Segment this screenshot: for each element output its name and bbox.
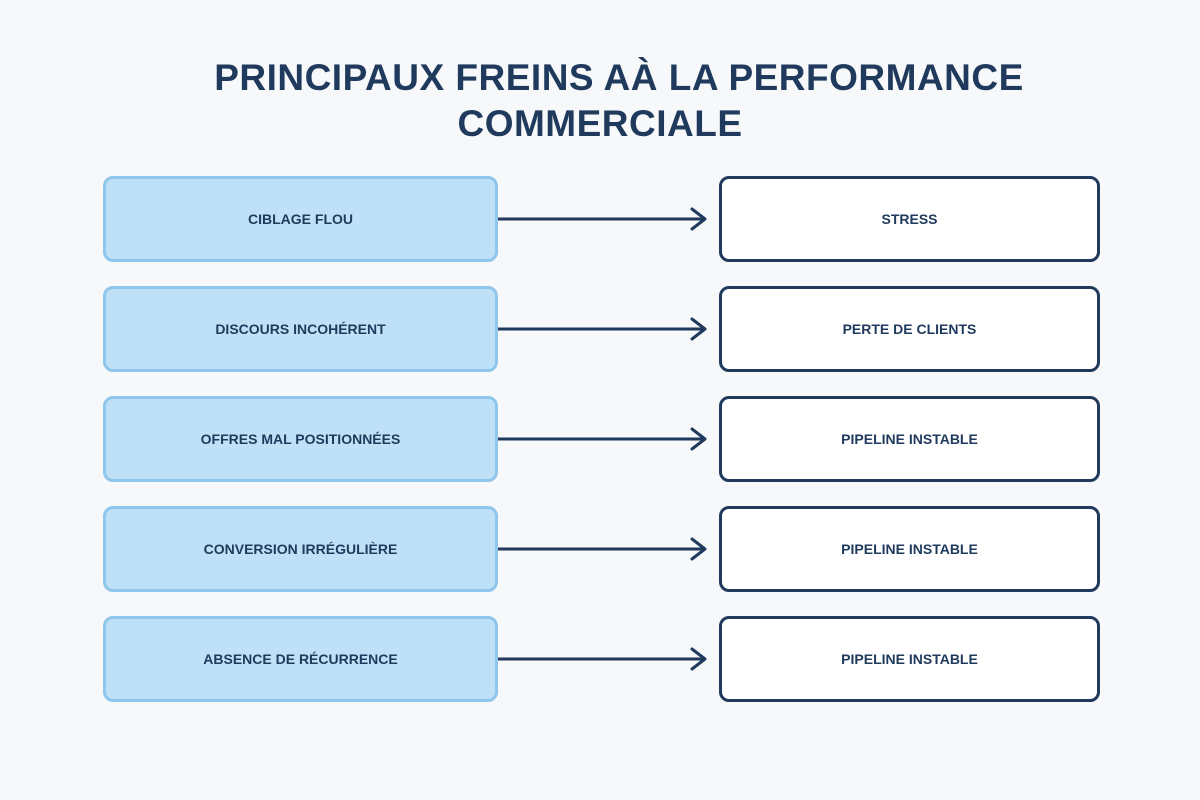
arrow-right-icon	[498, 537, 707, 561]
arrow-right-icon	[498, 317, 707, 341]
cause-box: ABSENCE DE RÉCURRENCE	[103, 616, 498, 702]
cause-box: DISCOURS INCOHÉRENT	[103, 286, 498, 372]
diagram-title-line-1: PRINCIPAUX FREINS AÀ LA PERFORMANCE	[214, 57, 1024, 98]
cause-box: OFFRES MAL POSITIONNÉES	[103, 396, 498, 482]
row-1: CIBLAGE FLOU STRESS	[0, 176, 1200, 262]
effect-box: PERTE DE CLIENTS	[719, 286, 1100, 372]
row-2: DISCOURS INCOHÉRENT PERTE DE CLIENTS	[0, 286, 1200, 372]
effect-box: PIPELINE INSTABLE	[719, 396, 1100, 482]
effect-box: PIPELINE INSTABLE	[719, 616, 1100, 702]
effect-box: PIPELINE INSTABLE	[719, 506, 1100, 592]
row-5: ABSENCE DE RÉCURRENCE PIPELINE INSTABLE	[0, 616, 1200, 702]
arrow-right-icon	[498, 207, 707, 231]
cause-box: CIBLAGE FLOU	[103, 176, 498, 262]
effect-box: STRESS	[719, 176, 1100, 262]
row-4: CONVERSION IRRÉGULIÈRE PIPELINE INSTABLE	[0, 506, 1200, 592]
arrow-right-icon	[498, 427, 707, 451]
diagram-title-line-2: COMMERCIALE	[457, 103, 743, 144]
cause-box: CONVERSION IRRÉGULIÈRE	[103, 506, 498, 592]
arrow-right-icon	[498, 647, 707, 671]
row-3: OFFRES MAL POSITIONNÉES PIPELINE INSTABL…	[0, 396, 1200, 482]
